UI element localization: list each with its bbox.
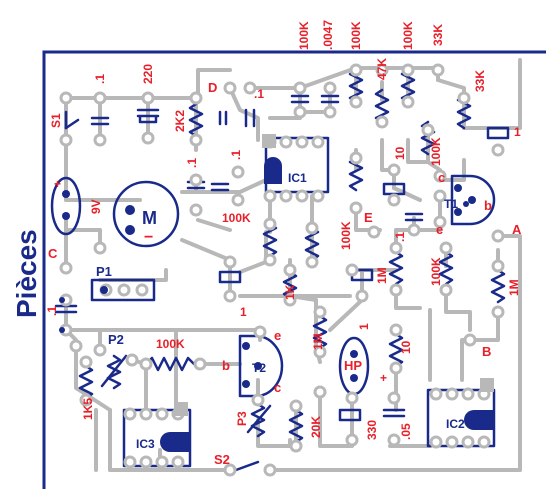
label-r-1m-a: 1M xyxy=(375,267,389,284)
pads xyxy=(59,63,505,477)
label-c-t2: c xyxy=(274,380,281,395)
label-r-100k-e: 100K xyxy=(222,211,251,225)
label-e: E xyxy=(364,210,373,225)
label-c-1-c: 1 xyxy=(357,323,371,330)
label-s2: S2 xyxy=(214,452,230,467)
label-e-t2: e xyxy=(274,328,281,343)
label-minus-m: − xyxy=(144,229,153,246)
label-c-05: .05 xyxy=(399,423,413,440)
label-c: C xyxy=(48,246,58,261)
label-b: B xyxy=(482,344,491,359)
label-m: M xyxy=(142,208,157,228)
label-r-100k-f: 100K xyxy=(339,221,353,250)
label-c-10: 10 xyxy=(393,146,407,160)
label-c-220: 220 xyxy=(141,64,155,84)
label-r-1m-c: 1M xyxy=(311,333,325,350)
label-d: D xyxy=(208,80,217,95)
label-c-01-e: .1 xyxy=(393,232,407,242)
label-t2: T2 xyxy=(252,361,266,375)
label-p3: P3 xyxy=(235,411,249,426)
label-c-1-b: 1 xyxy=(240,305,247,319)
label-a: A xyxy=(512,222,522,237)
label-t1: T1 xyxy=(444,197,458,211)
label-r-1k: 1K xyxy=(283,284,297,300)
label-p1: P1 xyxy=(96,264,112,279)
label-r-100k-g: 100K xyxy=(429,257,443,286)
component-dots xyxy=(59,184,476,388)
label-r-100k-h: 100K xyxy=(156,337,185,351)
page-title: Pièces xyxy=(11,229,42,318)
label-b-t2: b xyxy=(222,358,230,373)
label-plus-hp: + xyxy=(380,371,387,385)
label-b-base: b xyxy=(484,198,492,213)
label-r-330: 330 xyxy=(365,420,379,440)
label-r-100k-d: 100K xyxy=(429,137,443,166)
label-ic2: IC2 xyxy=(446,417,465,431)
label-r-33k-a: 33K xyxy=(431,24,445,46)
label-hp: HP xyxy=(344,358,362,373)
label-r-33k-b: 33K xyxy=(473,70,487,92)
label-r-100k-b: 100K xyxy=(349,21,363,50)
ic-notches xyxy=(160,157,494,452)
label-c-1: 1 xyxy=(514,125,521,139)
label-r-100k-a: 100K xyxy=(297,21,311,50)
label-c-col: c xyxy=(438,170,445,185)
label-r-2k2: 2K2 xyxy=(173,110,187,132)
label-r-1k5: 1K5 xyxy=(81,398,95,420)
label-c-01-f: .1 xyxy=(45,306,59,316)
label-p2: P2 xyxy=(108,332,124,347)
label-ic3: IC3 xyxy=(136,437,155,451)
label-plus-batt: + xyxy=(54,177,61,191)
label-c-01-d: .1 xyxy=(229,150,243,160)
label-e-emit: e xyxy=(436,222,443,237)
label-c-01-b: .1 xyxy=(254,87,264,101)
label-ic1: IC1 xyxy=(288,171,307,185)
label-s1: S1 xyxy=(49,113,63,128)
label-9v: 9V xyxy=(89,199,103,214)
label-c-10-b: 10 xyxy=(399,340,413,354)
label-r-1m-b: 1M xyxy=(507,279,521,296)
label-r-20k: 20K xyxy=(309,416,323,438)
component-labels: 100K .0047 100K 100K 33K 47K 33K .1 220 … xyxy=(45,20,522,467)
label-c-0047: .0047 xyxy=(321,20,335,50)
board-outline xyxy=(42,50,546,489)
label-c-01-a: .1 xyxy=(93,74,107,84)
label-r-100k-c: 100K xyxy=(401,21,415,50)
label-c-01-c: .1 xyxy=(185,158,199,168)
pin1-pads xyxy=(174,134,494,416)
label-r-47k: 47K xyxy=(375,58,389,80)
